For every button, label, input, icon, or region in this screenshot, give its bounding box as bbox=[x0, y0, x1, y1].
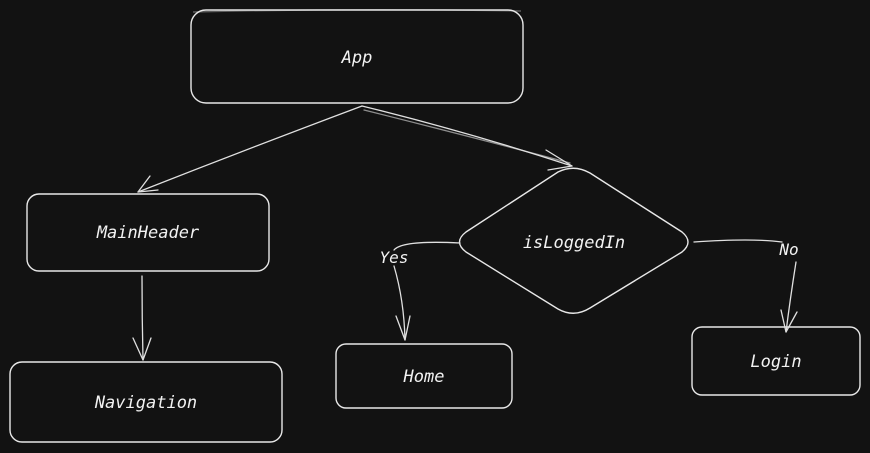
node-main-header-label: MainHeader bbox=[96, 223, 200, 243]
node-navigation[interactable]: Navigation bbox=[9, 361, 283, 443]
node-login[interactable]: Login bbox=[691, 326, 861, 396]
edge-main-header-to-navigation bbox=[132, 275, 152, 361]
edge-label-no: No bbox=[778, 240, 798, 259]
edge-label-yes: Yes bbox=[380, 248, 409, 267]
edge-is-logged-in-to-home bbox=[393, 241, 461, 341]
node-app-label: App bbox=[341, 48, 373, 68]
edge-app-to-is-logged-in bbox=[361, 105, 573, 171]
node-login-label: Login bbox=[750, 352, 801, 372]
node-main-header[interactable]: MainHeader bbox=[26, 193, 270, 272]
node-home[interactable]: Home bbox=[335, 343, 513, 409]
node-is-logged-in[interactable]: isLoggedIn bbox=[458, 167, 689, 314]
node-home-label: Home bbox=[403, 367, 445, 387]
node-app[interactable]: App bbox=[190, 9, 524, 104]
node-is-logged-in-label: isLoggedIn bbox=[523, 233, 625, 253]
edge-app-to-main-header bbox=[137, 105, 363, 193]
edge-is-logged-in-to-login bbox=[693, 239, 798, 333]
node-navigation-label: Navigation bbox=[94, 393, 197, 413]
